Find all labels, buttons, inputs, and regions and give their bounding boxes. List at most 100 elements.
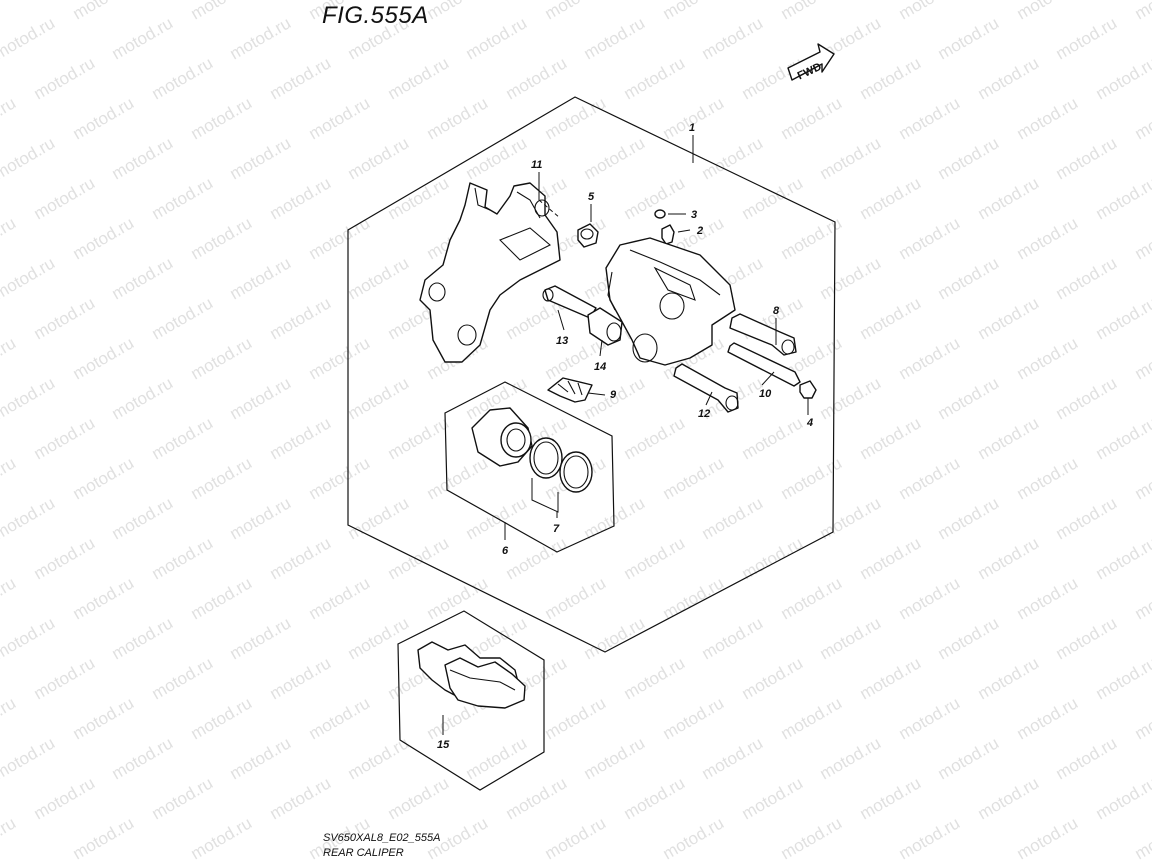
callout-2: 2	[696, 225, 703, 237]
watermark-text: motod.ru	[188, 573, 256, 623]
watermark-text: motod.ru	[1132, 93, 1152, 143]
bleeder-cap-part	[654, 209, 666, 219]
watermark-text: motod.ru	[0, 13, 58, 63]
watermark-text: motod.ru	[0, 133, 58, 183]
watermark-text: motod.ru	[1014, 693, 1082, 743]
watermark-text: motod.ru	[0, 493, 58, 543]
watermark-text: motod.ru	[149, 773, 217, 823]
watermark-text: motod.ru	[1014, 813, 1082, 863]
watermark-text: motod.ru	[935, 13, 1003, 63]
callout-1: 1	[689, 122, 695, 134]
watermark-text: motod.ru	[975, 293, 1043, 343]
watermark-text: motod.ru	[857, 53, 925, 103]
watermark-text: motod.ru	[621, 173, 689, 223]
watermark-text: motod.ru	[188, 693, 256, 743]
watermark-text: motod.ru	[227, 13, 295, 63]
watermark-text: motod.ru	[149, 53, 217, 103]
caliper-assembly-outline	[347, 96, 836, 653]
watermark-text: motod.ru	[188, 0, 256, 23]
watermark-text: motod.ru	[935, 613, 1003, 663]
watermark-text: motod.ru	[345, 253, 413, 303]
watermark-text: motod.ru	[1093, 173, 1152, 223]
watermark-text: motod.ru	[463, 733, 531, 783]
watermark-text: motod.ru	[857, 293, 925, 343]
watermark-text: motod.ru	[70, 693, 138, 743]
watermark-text: motod.ru	[227, 133, 295, 183]
watermark-text: motod.ru	[31, 773, 99, 823]
watermark-text: motod.ru	[1132, 0, 1152, 23]
watermark-text: motod.ru	[109, 253, 177, 303]
watermark-text: motod.ru	[975, 53, 1043, 103]
seal-rings-part	[529, 437, 593, 493]
watermark-text: motod.ru	[857, 533, 925, 583]
diagram-code: SV650XAL8_E02_555A	[323, 832, 441, 844]
watermark-text: motod.ru	[621, 413, 689, 463]
watermark-text: motod.ru	[31, 53, 99, 103]
watermark-text: motod.ru	[1053, 133, 1121, 183]
callout-12: 12	[698, 408, 710, 420]
watermark-text: motod.ru	[0, 733, 58, 783]
piston-part	[471, 407, 533, 467]
watermark-text: motod.ru	[267, 293, 335, 343]
watermark-text: motod.ru	[621, 773, 689, 823]
caliper-bolt-part	[729, 313, 797, 356]
watermark-text: motod.ru	[70, 93, 138, 143]
caliper-body-part	[605, 237, 736, 366]
watermark-text: motod.ru	[345, 133, 413, 183]
callout-3: 3	[691, 209, 697, 221]
watermark-text: motod.ru	[1014, 453, 1082, 503]
watermark-text: motod.ru	[1132, 453, 1152, 503]
plug-part	[799, 380, 817, 399]
callout-5: 5	[588, 191, 595, 203]
watermark-text: motod.ru	[1093, 533, 1152, 583]
watermark-text: motod.ru	[267, 533, 335, 583]
watermark-text: motod.ru	[31, 413, 99, 463]
watermark-text: motod.ru	[70, 813, 138, 863]
watermark-text: motod.ru	[109, 373, 177, 423]
watermark-text: motod.ru	[149, 413, 217, 463]
watermark-text: motod.ru	[778, 453, 846, 503]
watermark-text: motod.ru	[306, 333, 374, 383]
watermark-text: motod.ru	[896, 333, 964, 383]
watermark-text: motod.ru	[0, 373, 58, 423]
watermark-text: motod.ru	[581, 133, 649, 183]
watermark-text: motod.ru	[542, 813, 610, 863]
watermark-text: motod.ru	[306, 573, 374, 623]
watermark-text: motod.ru	[542, 0, 610, 23]
watermark-text: motod.ru	[896, 0, 964, 23]
watermark-text: motod.ru	[621, 53, 689, 103]
callout-15: 15	[437, 739, 450, 751]
watermark-text: motod.ru	[935, 373, 1003, 423]
watermark-text: motod.ru	[0, 813, 19, 863]
watermark-text: motod.ru	[739, 653, 807, 703]
watermark-text: motod.ru	[188, 93, 256, 143]
watermark-text: motod.ru	[0, 93, 19, 143]
watermark-text: motod.ru	[1053, 13, 1121, 63]
watermark-text: motod.ru	[149, 293, 217, 343]
bushing-part	[587, 307, 623, 346]
watermark-text: motod.ru	[149, 533, 217, 583]
watermark-text: motod.ru	[227, 733, 295, 783]
watermark-text: motod.ru	[817, 733, 885, 783]
watermark-text: motod.ru	[1014, 0, 1082, 23]
watermark-text: motod.ru	[660, 453, 728, 503]
watermark-text: motod.ru	[1132, 813, 1152, 863]
watermark-text: motod.ru	[1093, 653, 1152, 703]
watermark-text: motod.ru	[1093, 773, 1152, 823]
watermark-text: motod.ru	[817, 613, 885, 663]
watermark-text: motod.ru	[1132, 573, 1152, 623]
watermark-text: motod.ru	[0, 333, 19, 383]
watermark-text: motod.ru	[817, 253, 885, 303]
watermark-text: motod.ru	[1053, 613, 1121, 663]
watermark-text: motod.ru	[699, 493, 767, 543]
watermark-text: motod.ru	[581, 733, 649, 783]
watermark-text: motod.ru	[306, 453, 374, 503]
brake-pads-part	[417, 641, 526, 709]
watermark-text: motod.ru	[896, 693, 964, 743]
watermark-text: motod.ru	[857, 413, 925, 463]
watermark-text: motod.ru	[1132, 333, 1152, 383]
watermark-text: motod.ru	[1132, 213, 1152, 263]
watermark-text: motod.ru	[817, 133, 885, 183]
watermark-text: motod.ru	[109, 133, 177, 183]
watermark-text: motod.ru	[1053, 493, 1121, 543]
